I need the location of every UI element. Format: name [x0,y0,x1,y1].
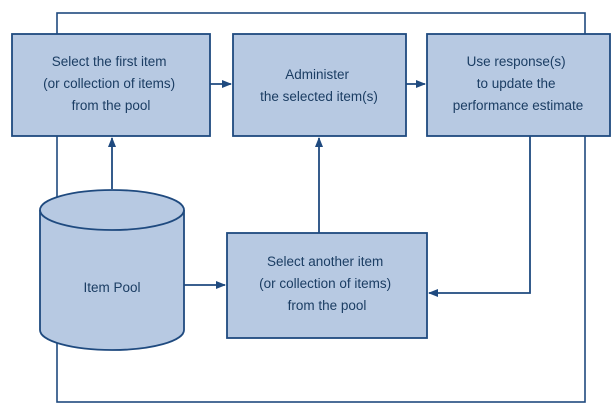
select-first-box [11,33,211,137]
node-update-estimate: Use response(s) to update the performanc… [426,33,611,137]
select-first-line-3: from the pool [72,98,151,113]
administer-line-2: the selected item(s) [260,89,378,104]
select-another-line-3: from the pool [288,298,367,313]
svg-text:Use response(s) to updat: Use response(s) to update the performanc… [453,54,584,113]
item-pool-cylinder-body [39,210,185,351]
node-administer: Administer the selected item(s) [232,33,407,137]
svg-text:Administer the selected: Administer the selected item(s) [260,67,378,104]
svg-text:Item Pool: Item Pool [83,280,140,295]
svg-text:Select another item (or: Select another item (or collection of it… [259,254,395,313]
node-select-another-item: Select another item (or collection of it… [226,232,428,339]
update-estimate-line-3: performance estimate [453,98,584,113]
select-another-box [226,232,428,339]
svg-text:Select the first item (o: Select the first item (or collection of … [43,54,179,113]
node-item-pool: Item Pool [39,189,185,351]
update-estimate-line-1: Use response(s) [467,54,566,69]
item-pool-label: Item Pool [83,280,140,295]
select-another-line-1: Select another item [267,254,383,269]
update-estimate-line-2: to update the [477,76,556,91]
arrow-update-to-select-another [428,136,531,297]
administer-line-1: Administer [285,67,349,82]
node-select-first-item: Select the first item (or collection of … [11,33,211,137]
select-first-line-1: Select the first item [52,54,167,69]
item-pool-cylinder-top [39,189,185,231]
select-first-line-2: (or collection of items) [43,76,175,91]
update-estimate-box [426,33,611,137]
select-another-line-2: (or collection of items) [259,276,391,291]
administer-box [232,33,407,137]
